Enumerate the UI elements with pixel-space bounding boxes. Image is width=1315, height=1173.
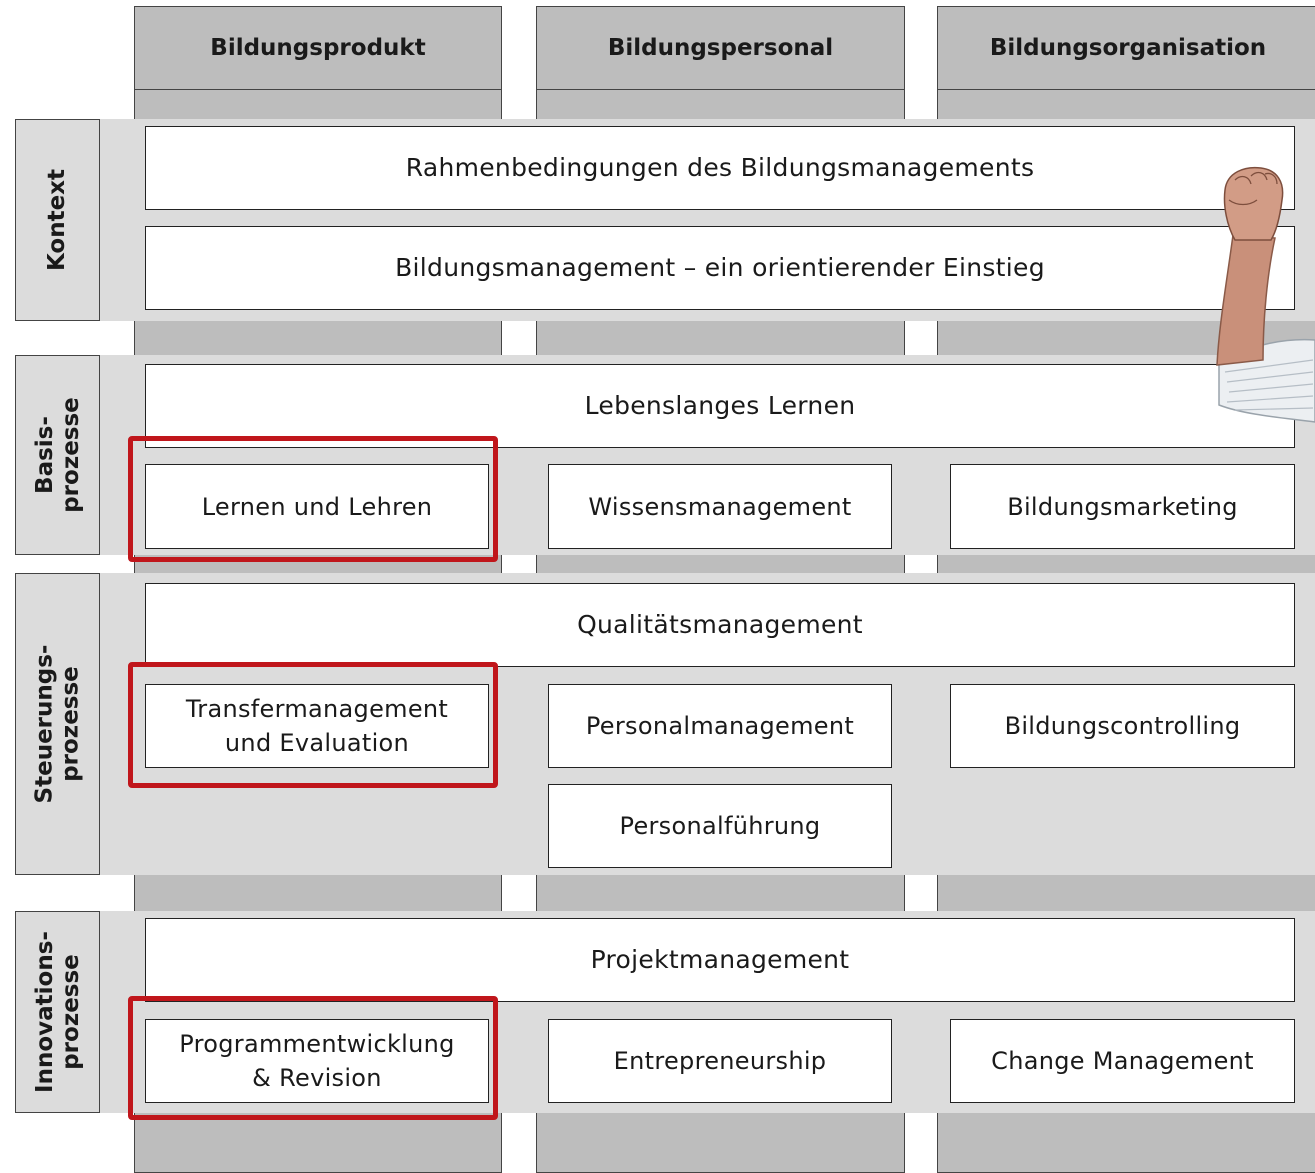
row-label-innovationsprozesse-text: Innovations- prozesse	[31, 931, 84, 1093]
box-entrepreneurship: Entrepreneurship	[548, 1019, 892, 1103]
box-lernen-und-lehren: Lernen und Lehren	[145, 464, 489, 549]
raised-fist-illustration	[1216, 166, 1315, 423]
box-rahmenbedingungen: Rahmenbedingungen des Bildungsmanagement…	[145, 126, 1295, 210]
row-label-kontext: Kontext	[15, 119, 100, 321]
box-personalfuehrung: Personalführung	[548, 784, 892, 868]
box-bildungscontrolling: Bildungscontrolling	[950, 684, 1295, 768]
box-transfermanagement: Transfermanagement und Evaluation	[145, 684, 489, 768]
box-orientierender-einstieg: Bildungsmanagement – ein orientierender …	[145, 226, 1295, 310]
box-qualitaetsmanagement: Qualitätsmanagement	[145, 583, 1295, 667]
box-personalmanagement: Personalmanagement	[548, 684, 892, 768]
column-header-bildungsorganisation: Bildungsorganisation	[937, 6, 1315, 90]
column-header-bildungsprodukt: Bildungsprodukt	[134, 6, 502, 90]
box-bildungsmarketing: Bildungsmarketing	[950, 464, 1295, 549]
box-lebenslanges-lernen: Lebenslanges Lernen	[145, 364, 1295, 448]
row-label-basisprozesse-text: Basis- prozesse	[31, 397, 84, 513]
row-label-basisprozesse: Basis- prozesse	[15, 355, 100, 555]
column-header-bildungspersonal: Bildungspersonal	[536, 6, 905, 90]
row-label-innovationsprozesse: Innovations- prozesse	[15, 911, 100, 1113]
box-wissensmanagement: Wissensmanagement	[548, 464, 892, 549]
row-label-steuerungsprozesse-text: Steuerungs- prozesse	[31, 644, 84, 804]
highlight-frame-programm	[128, 996, 498, 1120]
box-change-management: Change Management	[950, 1019, 1295, 1103]
row-label-kontext-text: Kontext	[44, 168, 71, 272]
box-projektmanagement: Projektmanagement	[145, 918, 1295, 1002]
highlight-frame-transfer	[128, 662, 498, 788]
highlight-frame-lernen	[128, 436, 498, 562]
row-label-steuerungsprozesse: Steuerungs- prozesse	[15, 573, 100, 875]
box-programmentwicklung: Programmentwicklung & Revision	[145, 1019, 489, 1103]
